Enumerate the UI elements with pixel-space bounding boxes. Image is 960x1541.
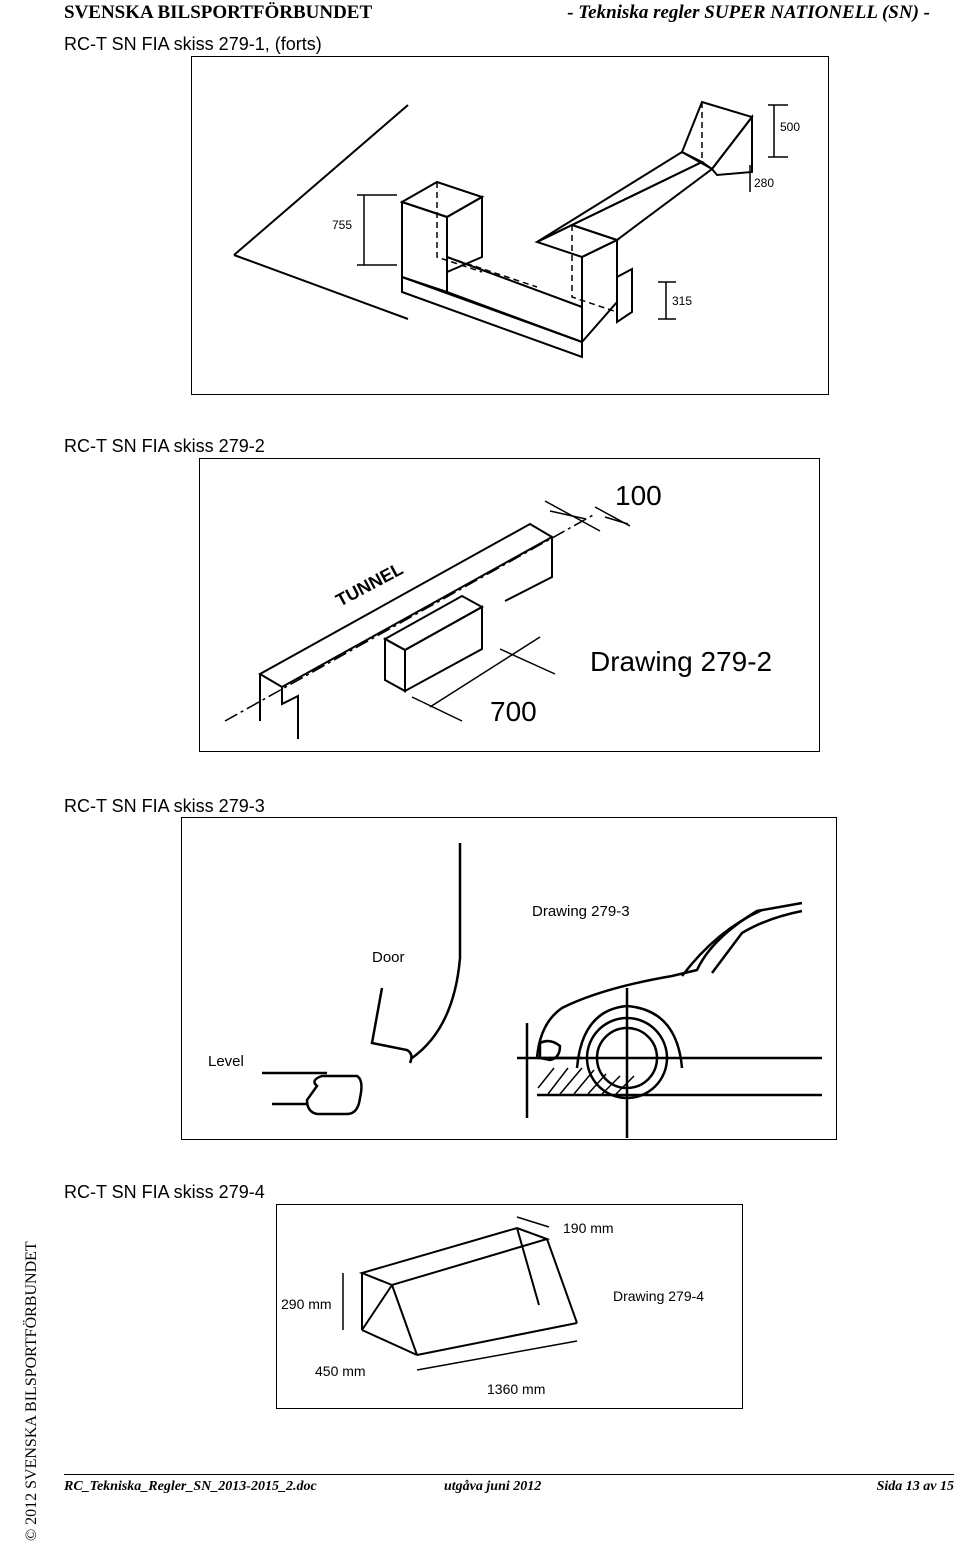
label-280: 280	[754, 176, 774, 190]
header-title: - Tekniska regler SUPER NATIONELL (SN) -	[567, 2, 930, 23]
label-290mm: 290 mm	[281, 1296, 332, 1312]
drawing-279-1: 500 280 755 315	[233, 100, 800, 359]
caption-279-1: RC-T SN FIA skiss 279-1, (forts)	[64, 34, 322, 54]
label-level: Level	[208, 1053, 244, 1070]
caption-279-4: RC-T SN FIA skiss 279-4	[64, 1182, 265, 1202]
label-100: 100	[615, 480, 662, 511]
side-copyright: © 2012 SVENSKA BILSPORTFÖRBUNDET	[23, 1241, 40, 1541]
label-500: 500	[780, 120, 800, 134]
label-drawing-279-2: Drawing 279-2	[590, 646, 772, 677]
footer-rule	[64, 1474, 954, 1475]
label-190mm: 190 mm	[563, 1220, 614, 1236]
figure-279-4: 190 mm 290 mm Drawing 279-4 450 mm 1360 …	[276, 1204, 743, 1409]
label-450mm: 450 mm	[315, 1363, 366, 1379]
caption-279-2: RC-T SN FIA skiss 279-2	[64, 436, 265, 456]
header-organization: SVENSKA BILSPORTFÖRBUNDET	[64, 2, 373, 23]
label-drawing-279-4: Drawing 279-4	[613, 1288, 704, 1304]
caption-279-3: RC-T SN FIA skiss 279-3	[64, 796, 265, 816]
footer-page: Sida 13 av 15	[876, 1479, 954, 1494]
drawing-279-4: 190 mm 290 mm Drawing 279-4 450 mm 1360 …	[281, 1216, 704, 1397]
label-drawing-279-3: Drawing 279-3	[532, 903, 630, 920]
footer-edition: utgåva juni 2012	[444, 1479, 542, 1494]
drawing-279-3: Drawing 279-3 Door Level	[208, 843, 822, 1138]
label-1360mm: 1360 mm	[487, 1381, 545, 1397]
figure-279-3: Drawing 279-3 Door Level	[181, 817, 837, 1140]
drawing-279-2: 100 TUNNEL Drawing 279-2 700	[224, 480, 772, 739]
label-700: 700	[490, 696, 537, 727]
figure-279-1: 500 280 755 315	[191, 56, 829, 395]
label-door: Door	[372, 949, 405, 966]
label-315: 315	[672, 294, 692, 308]
footer-filename: RC_Tekniska_Regler_SN_2013-2015_2.doc	[64, 1479, 317, 1494]
label-755: 755	[332, 218, 352, 232]
figure-279-2: 100 TUNNEL Drawing 279-2 700	[199, 458, 820, 752]
label-tunnel: TUNNEL	[332, 559, 406, 611]
